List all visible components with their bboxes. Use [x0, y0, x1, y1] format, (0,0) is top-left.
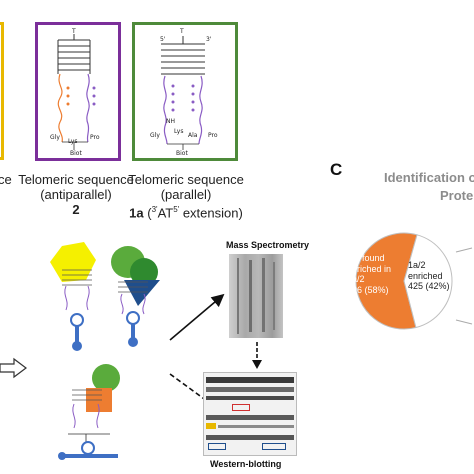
mass-spec-label: Mass Spectrometry — [226, 240, 310, 250]
panel-c-letter: C — [330, 160, 343, 179]
bead-left — [70, 313, 84, 327]
slice1-line1: enriched — [408, 270, 443, 281]
parallel-caption: Telomeric sequence (parallel) 1a (3'AT5'… — [120, 172, 252, 220]
green-protein-bottom — [92, 364, 120, 392]
p-peptide-lys: Lys — [174, 128, 184, 135]
navy-triangle-protein — [124, 280, 160, 306]
antiparallel-frame — [35, 22, 121, 161]
parallel-compound: 1a — [129, 205, 144, 221]
p-biotin: Biot — [176, 150, 188, 157]
left-caption-fragment: ce — [0, 172, 12, 187]
antiparallel-caption-line1: Telomeric sequence — [18, 172, 134, 187]
slice1-line2: 425 (42%) — [408, 281, 450, 291]
slice0-line0: not found — [347, 253, 385, 263]
panel-c-title-line2: Prote — [440, 188, 474, 203]
pie-slice-1 — [403, 234, 453, 329]
slice0-line2: 1a/2 — [347, 274, 365, 284]
pie-slice-label-1: 1a/2 enriched 425 (42%) — [408, 260, 466, 292]
ap-peptide-gly: Gly — [50, 134, 60, 141]
parallel-compound-line: 1a (3'AT5' extension) — [120, 202, 252, 220]
parallel-frame — [132, 22, 238, 161]
p-terminal-base: T — [180, 28, 184, 35]
pie-slice-label-0: not found enriched in 1a/2 596 (58%) — [347, 253, 405, 295]
slice0-line3: 596 (58%) — [347, 284, 389, 295]
pie-callout-lines — [455, 247, 473, 325]
panel-c-title-line1: Identification of — [384, 170, 474, 185]
left-frame-edge — [0, 22, 4, 160]
antiparallel-caption: Telomeric sequence (antiparallel) 2 — [12, 172, 140, 217]
green-protein-right — [130, 258, 158, 286]
parallel-ext-prefix: ( — [143, 205, 152, 221]
parallel-ext-sup2: 5' — [173, 205, 180, 214]
parallel-ext-suffix: extension) — [179, 205, 243, 221]
p-linker: NH — [166, 118, 175, 125]
slice1-line0: 1a/2 — [408, 260, 426, 270]
parallel-ext-sup1: 3' — [151, 205, 158, 214]
pie-slice-0 — [355, 232, 418, 330]
p-peptide-pro: Pro — [208, 132, 218, 139]
ap-terminal-base: T — [72, 28, 76, 35]
workflow-arrows — [169, 293, 225, 414]
parallel-structure — [161, 36, 205, 150]
bead-right — [126, 311, 140, 325]
western-label: Western-blotting — [210, 459, 282, 469]
parallel-ext-mid: AT — [157, 205, 174, 221]
bait-structure-bottom — [58, 364, 120, 460]
parallel-caption-line1: Telomeric sequence — [128, 172, 244, 187]
input-arrow — [0, 357, 27, 379]
yellow-protein — [50, 242, 96, 282]
p-peptide-ala: Ala — [188, 132, 198, 139]
ap-peptide-pro: Pro — [90, 134, 100, 141]
pie-chart — [355, 232, 453, 330]
antiparallel-caption-line2: (antiparallel) — [40, 187, 112, 202]
p-peptide-gly: Gly — [150, 132, 160, 139]
ms-to-wb-arrow — [252, 342, 262, 369]
western-blot-image — [203, 372, 297, 456]
antiparallel-compound: 2 — [72, 202, 80, 217]
ap-peptide-lys: Lys — [68, 138, 78, 145]
ap-biotin: Biot — [70, 150, 82, 157]
p-strand-5prime: 5' — [160, 36, 166, 43]
p-strand-3prime: 3' — [206, 36, 212, 43]
slice0-line1: enriched in — [347, 263, 392, 274]
gel-image — [229, 254, 283, 338]
antiparallel-structure — [57, 34, 96, 150]
parallel-caption-line2: (parallel) — [160, 187, 212, 202]
bait-structures-top — [50, 242, 160, 351]
